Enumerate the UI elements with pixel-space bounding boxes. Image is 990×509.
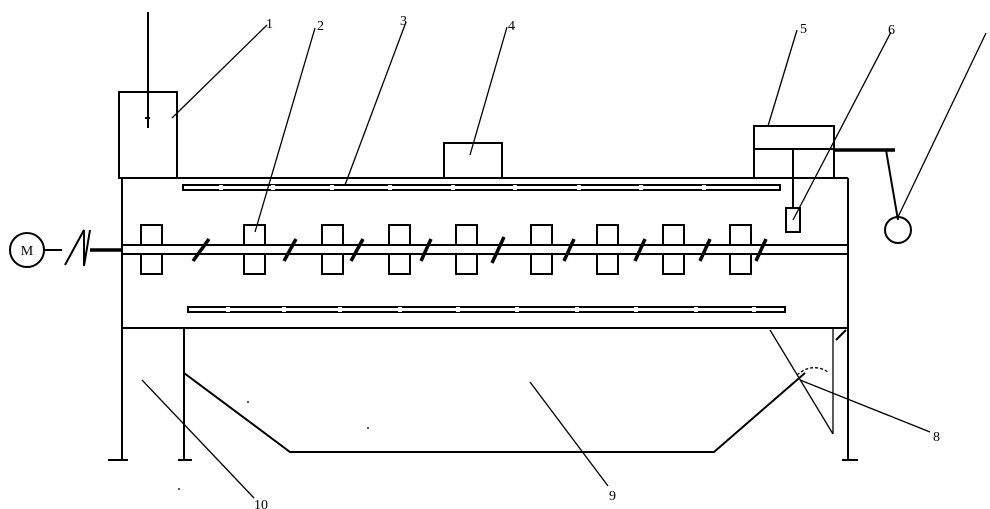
shaft-blades bbox=[191, 236, 768, 264]
label-part-1: 1 bbox=[266, 17, 273, 32]
feed-hopper bbox=[118, 12, 178, 179]
main-shaft bbox=[121, 244, 849, 255]
discharge-chute bbox=[769, 327, 847, 435]
float-sensor bbox=[785, 207, 801, 233]
label-part-6: 6 bbox=[888, 23, 895, 38]
collection-trough bbox=[183, 372, 806, 453]
label-part-8: 8 bbox=[933, 430, 940, 445]
motor: M bbox=[9, 232, 45, 268]
label-part-4: 4 bbox=[508, 19, 515, 34]
label-part-5: 5 bbox=[800, 22, 807, 37]
leader-lines bbox=[141, 21, 987, 499]
label-part-10: 10 bbox=[254, 498, 268, 509]
upper-spray-pipe bbox=[182, 184, 781, 191]
label-part-3: 3 bbox=[400, 14, 407, 29]
label-part-2: 2 bbox=[317, 19, 324, 34]
support-legs bbox=[108, 328, 858, 461]
lower-spray-pipe bbox=[187, 306, 786, 313]
label-part-9: 9 bbox=[609, 489, 616, 504]
motor-label: M bbox=[21, 244, 34, 259]
stray-marks bbox=[178, 401, 369, 490]
top-box bbox=[443, 142, 503, 179]
coupling bbox=[44, 229, 122, 267]
